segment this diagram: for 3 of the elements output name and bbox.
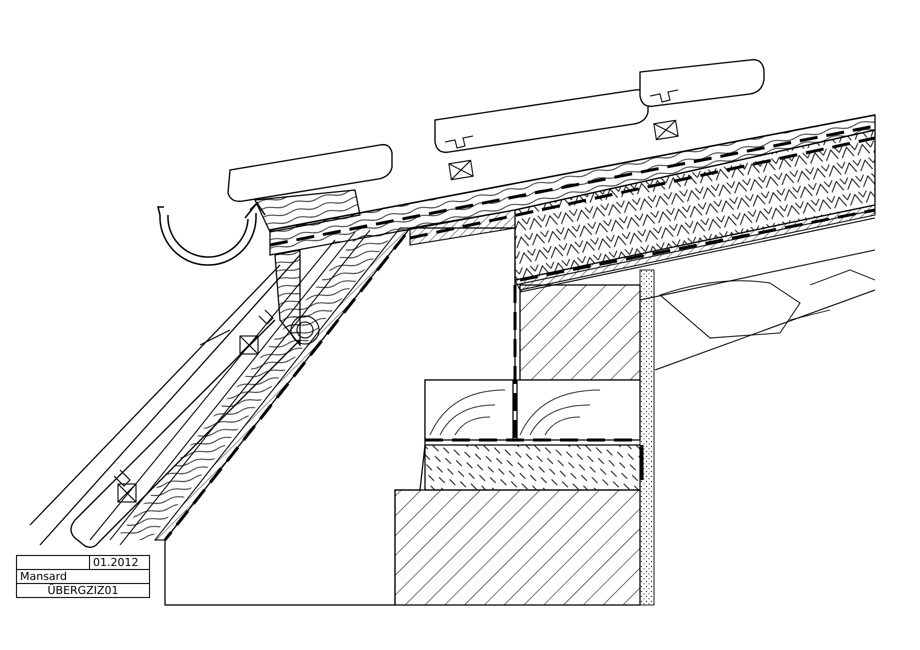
- title-text: Mansard: [20, 570, 67, 583]
- drawing-number-text: ÜBERGZIZ01: [47, 584, 119, 597]
- date-text: 01.2012: [93, 556, 138, 569]
